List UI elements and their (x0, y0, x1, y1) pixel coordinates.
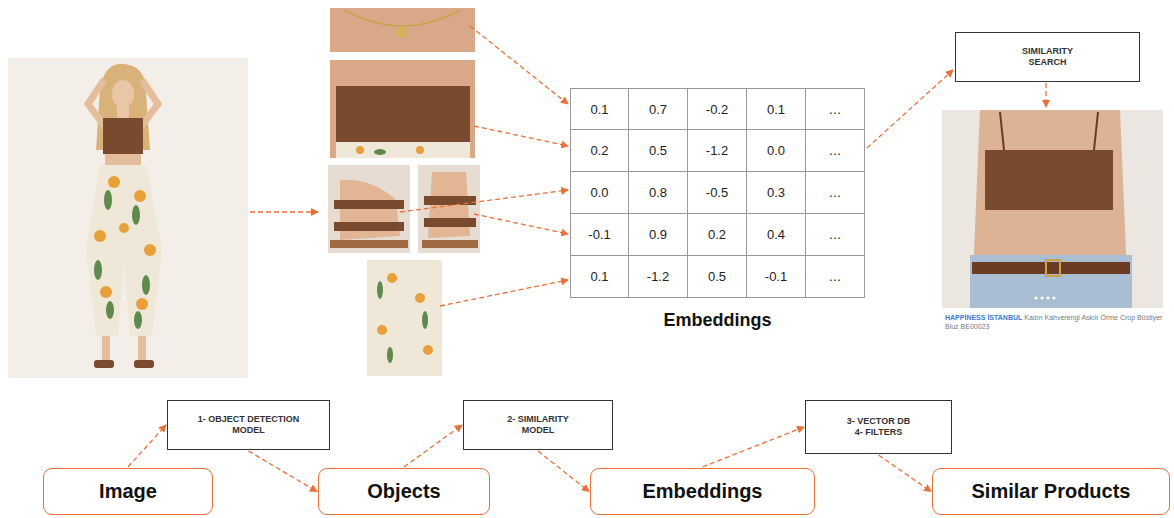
table-cell: 0.7 (628, 88, 688, 130)
node-text: Objects (367, 480, 440, 503)
table-cell: 0.0 (570, 171, 629, 214)
node-text: 1- OBJECT DETECTION MODEL (190, 414, 307, 436)
node-text: 3- VECTOR DB (847, 416, 910, 427)
table-cell: 0.1 (570, 88, 629, 130)
product-caption: HAPPİNESS İSTANBUL Kadın Kahverengi Askı… (945, 313, 1167, 331)
top-crop (330, 60, 475, 158)
table-cell: -1.2 (687, 129, 747, 172)
table-cell: -0.5 (687, 171, 747, 214)
flow-arrow (703, 427, 805, 467)
node-text: SIMILARITY SEARCH (1006, 46, 1089, 68)
flow-arrow (249, 451, 318, 492)
table-cell: -0.2 (687, 88, 747, 130)
table-cell: … (805, 213, 865, 256)
table-cell: 0.5 (628, 129, 688, 172)
table-cell: … (805, 88, 865, 130)
flow-arrow (404, 425, 462, 467)
table-cell: 0.5 (687, 255, 747, 298)
pants-crop (367, 260, 442, 376)
node-text: Similar Products (972, 480, 1131, 503)
sandal-crop (328, 165, 410, 253)
table-cell: 0.1 (746, 88, 806, 130)
flow-arrow (879, 455, 932, 492)
stage-box: Similar Products (932, 468, 1170, 515)
table-cell: 0.2 (570, 129, 629, 172)
table-cell: … (805, 255, 865, 298)
table-cell: -0.1 (746, 255, 806, 298)
table-cell: 0.4 (746, 213, 806, 256)
search-box: SIMILARITY SEARCH (955, 32, 1140, 82)
flow-arrow (128, 425, 166, 467)
table-cell: -0.1 (570, 213, 629, 256)
table-caption: Embeddings (570, 310, 865, 331)
node-text: Embeddings (642, 480, 762, 503)
process-box: 1- OBJECT DETECTION MODEL (167, 400, 330, 450)
stage-box: Image (43, 468, 213, 515)
stage-box: Embeddings (590, 468, 815, 515)
table-cell: 0.1 (570, 255, 629, 298)
product-photo (942, 110, 1163, 308)
model-photo (8, 58, 248, 378)
brand-name: HAPPİNESS İSTANBUL (945, 314, 1022, 321)
node-text: Image (99, 480, 157, 503)
table-cell: 0.3 (746, 171, 806, 214)
table-cell: 0.0 (746, 129, 806, 172)
flow-arrow (538, 451, 589, 492)
process-box: 2- SIMILARITY MODEL (463, 400, 613, 450)
node-text: 2- SIMILARITY MODEL (496, 414, 580, 436)
process-box: 3- VECTOR DB4- FILTERS (805, 400, 952, 454)
table-cell: 0.8 (628, 171, 688, 214)
necklace-crop (330, 8, 475, 52)
stage-box: Objects (318, 468, 490, 515)
table-cell: … (805, 129, 865, 172)
table-cell: … (805, 171, 865, 214)
table-cell: 0.9 (628, 213, 688, 256)
node-text: 4- FILTERS (855, 427, 902, 438)
table-cell: -1.2 (628, 255, 688, 298)
table-cell: 0.2 (687, 213, 747, 256)
